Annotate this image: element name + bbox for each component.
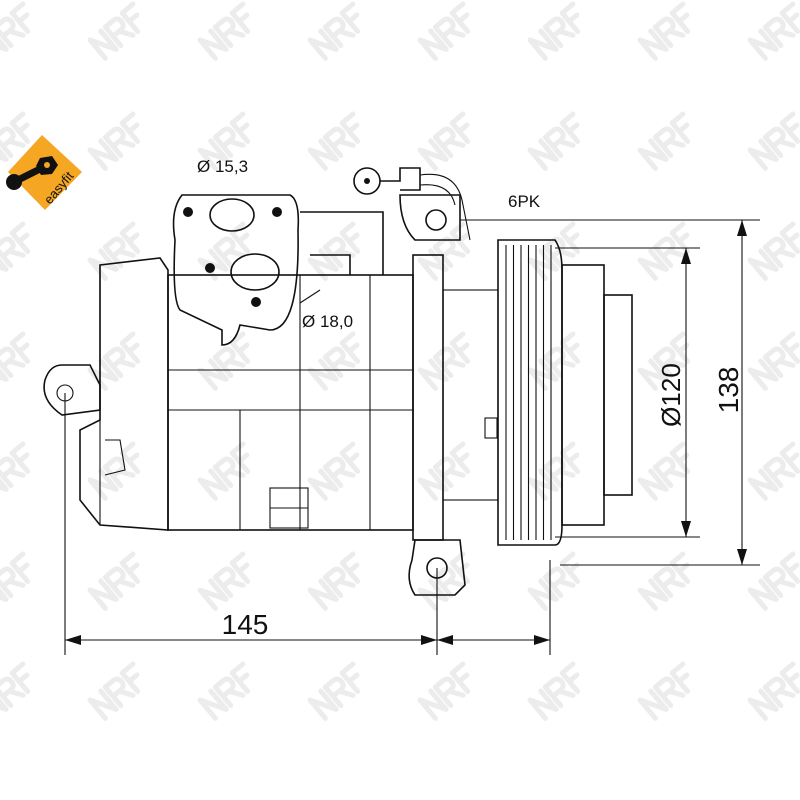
watermark-mark [0, 551, 31, 611]
watermark-mark [747, 551, 800, 611]
watermark-mark [307, 1, 361, 61]
watermark-mark [637, 661, 691, 721]
watermark-mark [527, 441, 581, 501]
watermark-mark [197, 331, 251, 391]
watermark-mark [637, 1, 691, 61]
easyfit-logo: easyfit [6, 135, 82, 210]
port-manifold [172, 194, 300, 346]
discharge-port-label: Ø 18,0 [302, 312, 353, 331]
watermark-mark [637, 551, 691, 611]
watermark-mark [0, 331, 31, 391]
suction-port-label: Ø 15,3 [197, 157, 248, 176]
pulley-diameter-label: Ø120 [656, 363, 686, 427]
watermark-mark [637, 441, 691, 501]
watermark-mark [307, 441, 361, 501]
watermark-mark [0, 1, 31, 61]
watermark-mark [747, 661, 800, 721]
watermark-mark [197, 111, 251, 171]
watermark-mark [417, 331, 471, 391]
watermark-mark [527, 661, 581, 721]
watermark-mark [417, 111, 471, 171]
watermark-mark [747, 1, 800, 61]
watermark-mark [527, 331, 581, 391]
watermark-mark [307, 221, 361, 281]
watermark-mark [527, 1, 581, 61]
watermark-mark [197, 551, 251, 611]
watermark-mark [197, 661, 251, 721]
height-label: 138 [713, 367, 744, 414]
watermark-mark [747, 221, 800, 281]
left-mount [43, 257, 169, 531]
watermark-mark [637, 331, 691, 391]
electrical-connector [353, 167, 471, 241]
watermark-mark [87, 661, 141, 721]
watermark-mark [307, 551, 361, 611]
watermark-mark [637, 111, 691, 171]
watermark-mark [307, 111, 361, 171]
watermark-mark [307, 661, 361, 721]
watermark-mark [637, 221, 691, 281]
watermark-mark [307, 331, 361, 391]
watermark-mark [197, 441, 251, 501]
watermark-mark [87, 441, 141, 501]
watermark-mark [747, 331, 800, 391]
watermark-mark [87, 331, 141, 391]
watermark-mark [87, 111, 141, 171]
watermark-mark [747, 441, 800, 501]
watermark-mark [747, 111, 800, 171]
watermark-mark [417, 661, 471, 721]
pulley [408, 239, 633, 596]
belt-type-label: 6PK [508, 192, 541, 211]
watermark-mark [417, 1, 471, 61]
watermark-mark [0, 441, 31, 501]
watermark-mark [87, 221, 141, 281]
watermark-pattern [0, 1, 800, 721]
watermark-mark [87, 1, 141, 61]
watermark-mark [417, 221, 471, 281]
watermark-mark [527, 111, 581, 171]
watermark-mark [527, 551, 581, 611]
watermark-mark [0, 111, 31, 171]
watermark-mark [87, 551, 141, 611]
watermark-mark [0, 661, 31, 721]
length-label: 145 [222, 609, 269, 640]
dimension-lines [64, 219, 760, 655]
watermark-mark [417, 441, 471, 501]
watermark-mark [0, 221, 31, 281]
watermark-mark [197, 1, 251, 61]
